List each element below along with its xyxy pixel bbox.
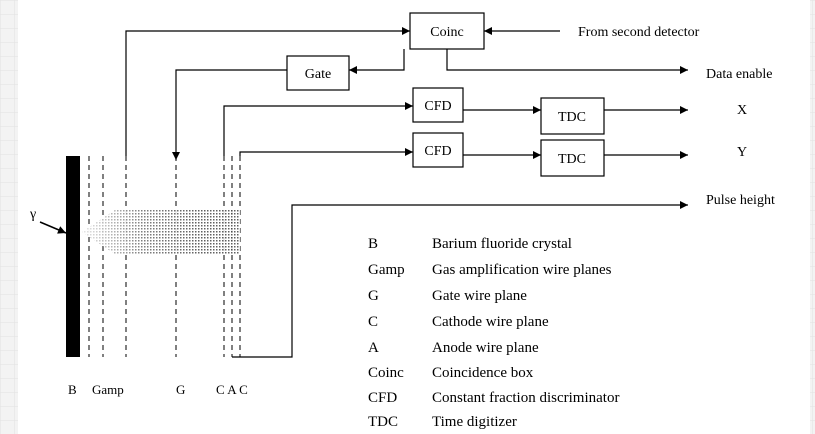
pulse-height-label: Pulse height <box>706 193 775 208</box>
from-second-detector-label: From second detector <box>578 25 700 40</box>
legend-desc: Coincidence box <box>432 365 534 381</box>
cathode-to-cfd-bottom-line <box>239 148 413 156</box>
cfd-box-top <box>412 87 464 123</box>
cathode-to-cfd-top-line <box>223 102 413 156</box>
legend-desc: Gate wire plane <box>432 288 527 304</box>
data-enable-line <box>446 49 688 74</box>
y-output-label: Y <box>737 145 747 160</box>
data-enable-label: Data enable <box>706 67 772 82</box>
bottom-label-b: B <box>68 382 77 397</box>
legend-abbr: TDC <box>368 414 398 430</box>
legend-desc: Gas amplification wire planes <box>432 262 612 278</box>
legend-desc: Constant fraction discriminator <box>432 390 619 406</box>
legend-desc: Anode wire plane <box>432 340 539 356</box>
legend-abbr: C <box>368 314 378 330</box>
connections <box>125 27 688 358</box>
legend-background <box>357 226 700 434</box>
shower-region <box>82 210 240 254</box>
legend-abbr: B <box>368 236 378 252</box>
bottom-label-gamp: Gamp <box>92 382 124 397</box>
pulse-height-line <box>232 201 688 358</box>
cfd-box-bottom <box>412 132 464 168</box>
gamma-arrow <box>39 221 67 234</box>
legend-abbr: A <box>368 340 379 356</box>
legend-desc: Time digitizer <box>432 414 517 430</box>
bottom-label-g: G <box>176 382 185 397</box>
coinc-to-gate-line <box>349 49 405 74</box>
cfd-label-top: CFD <box>424 99 451 114</box>
tdc-label-bottom: TDC <box>558 152 586 167</box>
tdc-label-top: TDC <box>558 110 586 125</box>
tdc-box-bottom <box>540 139 605 177</box>
legend-desc: Barium fluoride crystal <box>432 236 572 252</box>
gamma-label: γ <box>29 207 36 222</box>
legend-abbr: G <box>368 288 379 304</box>
tdc-box-top <box>540 97 605 135</box>
coinc-label: Coinc <box>430 25 463 40</box>
cfd-label-bottom: CFD <box>424 144 451 159</box>
wire-planes <box>88 156 241 357</box>
legend-abbr: Gamp <box>368 262 405 278</box>
gate-box <box>286 55 350 91</box>
gamp-to-coinc-line <box>125 27 410 156</box>
legend-abbr: CFD <box>368 390 397 406</box>
x-output-label: X <box>737 103 747 118</box>
crystal-bar <box>66 156 80 357</box>
gate-to-plane-line <box>172 69 287 160</box>
legend: B Barium fluoride crystal Gamp Gas ampli… <box>357 226 700 434</box>
bottom-label-cac: C A C <box>216 382 248 397</box>
gate-label: Gate <box>305 67 331 82</box>
legend-desc: Cathode wire plane <box>432 314 549 330</box>
legend-abbr: Coinc <box>368 365 404 381</box>
